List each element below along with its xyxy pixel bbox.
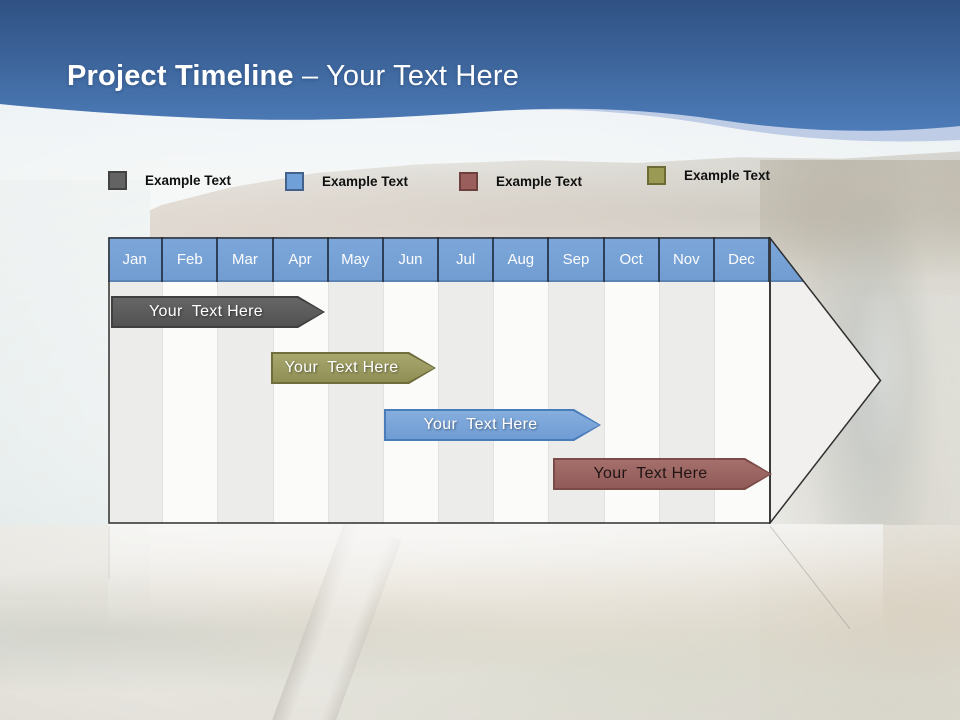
bar-arrow-fill [273, 354, 434, 382]
month-cell-oct: Oct [605, 237, 660, 282]
legend-label: Example Text [145, 172, 232, 188]
month-cell-sep: Sep [549, 237, 605, 282]
timeline-bar-olive[interactable]: Your Text Here [271, 352, 436, 384]
legend-item-3[interactable]: Example Text [459, 171, 582, 191]
timeline-bar-gray[interactable]: Your Text Here [111, 296, 325, 328]
month-cell-jan: Jan [108, 237, 164, 282]
month-cell-mar: Mar [218, 237, 274, 282]
legend-label: Example Text [322, 173, 409, 189]
month-cell-apr: Apr [274, 237, 329, 282]
page-title[interactable]: Project Timeline – Your Text Here [67, 60, 927, 93]
header-wave-graphic [0, 0, 960, 142]
legend-label: Example Text [496, 173, 583, 189]
legend-label: Example Text [684, 167, 771, 183]
legend-swatch-blue [285, 171, 304, 191]
legend-item-4[interactable]: Example Text [647, 165, 770, 185]
bar-label: Your Text Here [593, 465, 708, 482]
bar-arrow-fill [113, 298, 323, 326]
bar-label: Your Text Here [423, 416, 538, 433]
month-header-row: Jan Feb Mar Apr May Jun Jul Aug Sep Oct … [108, 237, 818, 282]
legend-item-1[interactable]: Example Text [108, 170, 231, 190]
legend-item-2[interactable]: Example Text [285, 171, 408, 191]
month-cell-dec: Dec [715, 237, 771, 282]
legend-swatch-olive [647, 165, 666, 185]
bar-label: Your Text Here [284, 359, 399, 376]
timeline-bar-blue[interactable]: Your Text Here [384, 409, 601, 441]
page-title-main: Project Timeline [67, 60, 294, 92]
legend-swatch-maroon [459, 171, 478, 191]
background-shore [0, 525, 960, 720]
bar-arrow-fill [555, 460, 770, 488]
bar-label: Your Text Here [149, 303, 263, 320]
month-cell-jun: Jun [384, 237, 440, 282]
background-road [266, 520, 402, 720]
legend-swatch-gray [108, 170, 127, 190]
page-title-placeholder: – Your Text Here [293, 60, 520, 92]
month-cell-jul: Jul [439, 237, 495, 282]
bar-arrow-fill [386, 411, 599, 439]
month-cell-may: May [329, 237, 384, 282]
month-cell-feb: Feb [163, 237, 219, 282]
month-cell-nov: Nov [660, 237, 715, 282]
month-cell-aug: Aug [494, 237, 550, 282]
table-reflection [108, 524, 883, 634]
timeline-bar-maroon[interactable]: Your Text Here [553, 458, 772, 490]
